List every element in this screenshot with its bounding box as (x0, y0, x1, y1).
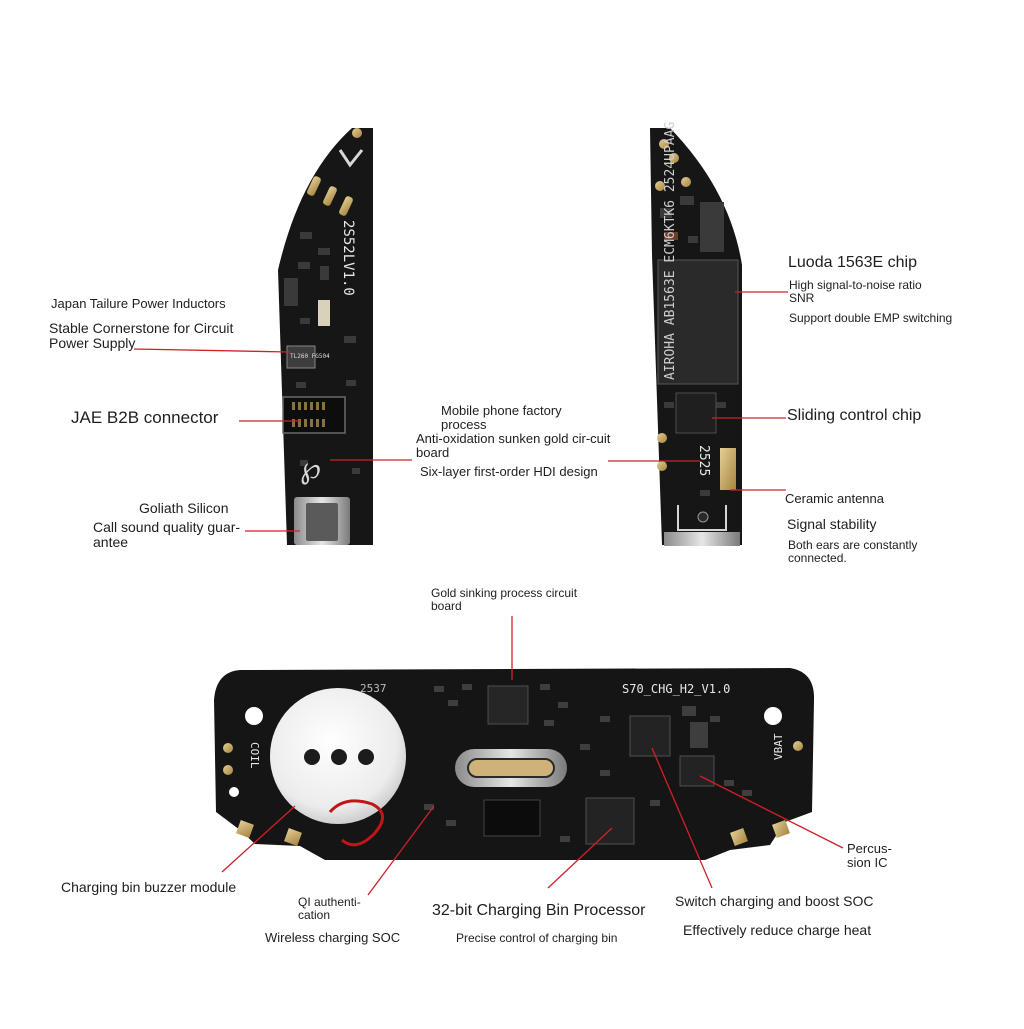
bottom-board-mount-holes (229, 707, 782, 797)
switch-title: Switch charging and boost SOC (675, 893, 874, 909)
chip-title: Luoda 1563E chip (788, 254, 917, 271)
left-board-inductor-marking: TL260 FG504 (290, 353, 330, 360)
bottom-board-coil-label: COIL (248, 742, 261, 769)
right-board-silk-label: 2525 (696, 445, 711, 476)
bottom-board-passives (424, 684, 752, 842)
left-board-outline (278, 128, 373, 545)
bottom-board-switch-chip (629, 715, 671, 757)
chip-line2: Support double EMP switching (789, 311, 953, 325)
leader-lines (133, 291, 844, 896)
bottom-board-usb-c-inner (467, 758, 555, 778)
switch-subtitle: Effectively reduce charge heat (683, 922, 872, 938)
connector-title: JAE B2B connector (71, 408, 219, 427)
left-board-silk-label: 2S52LV1.0 (340, 220, 356, 296)
antenna-detail: Both ears are constantly connected. (788, 538, 918, 566)
percussion-title: Percus-sion IC (847, 841, 892, 871)
antenna-subtitle: Signal stability (787, 516, 877, 532)
qi-subtitle: Wireless charging SOC (265, 930, 401, 945)
bottom-board-red-wire (328, 799, 384, 847)
left-board-connector-pins (292, 402, 325, 427)
right-board-bottom-tab (664, 532, 740, 546)
inductors-title: Japan Tailure Power Inductors (51, 296, 226, 311)
charging-case-board: S70_CHG_H2_V1.0 2537 COIL VBAT (214, 668, 815, 860)
right-board-components (660, 196, 726, 496)
antenna-title: Ceramic antenna (785, 491, 884, 506)
mic-subtitle: Call sound quality guar-antee (93, 519, 241, 551)
left-board-chevron (338, 149, 364, 168)
sliding-title: Sliding control chip (787, 407, 922, 424)
bottom-board-connector (483, 799, 541, 837)
processor-subtitle: Precise control of charging bin (456, 931, 618, 945)
process-line2: Anti-oxidation sunken gold cir-cuit boar… (416, 431, 611, 461)
mic-title: Goliath Silicon (139, 500, 229, 516)
qi-title: QI authenti-cation (298, 895, 361, 923)
left-board-components (284, 232, 360, 474)
leader-processor (547, 827, 613, 889)
right-board-sliding-chip (675, 392, 717, 434)
bottom-board-silk-number: 2537 (360, 682, 387, 695)
right-board-ceramic-antenna (720, 448, 736, 490)
leader-switch (651, 747, 713, 889)
left-board-inductor (286, 345, 316, 369)
leader-inductors (133, 348, 291, 353)
right-board-gold-dots (655, 139, 691, 471)
left-board-gold-pad (352, 128, 362, 138)
right-board-bracket (677, 505, 727, 531)
bottom-board-vbat-label: VBAT (772, 733, 785, 760)
leader-qi (367, 805, 435, 896)
right-board-main-chip (657, 259, 739, 385)
left-board-gold-contacts (307, 176, 353, 216)
bottom-board-silk-label: S70_CHG_H2_V1.0 (622, 682, 730, 696)
chip-line1: High signal-to-noise ratio SNR (789, 278, 922, 306)
inductors-subtitle: Stable Cornerstone for Circuit Power Sup… (49, 320, 234, 352)
right-board-chip-marking: AIROHA AB1563E ECM6KTK6 2524UPAAG (663, 122, 678, 380)
left-earbud-board: TL260 FG504 2S52LV1.0 ℘ (278, 128, 373, 545)
left-board-logo-glyph: ℘ (300, 451, 321, 486)
right-board-test-pad (697, 511, 709, 523)
left-board-mic-core (306, 503, 338, 541)
bottom-board-gold-pads (223, 741, 803, 846)
process-line3: Six-layer first-order HDI design (420, 464, 598, 479)
processor-title: 32-bit Charging Bin Processor (432, 902, 646, 919)
leader-buzzer (221, 805, 296, 873)
buzzer-title: Charging bin buzzer module (61, 879, 237, 895)
bottom-board-mcu-chip (487, 685, 529, 725)
right-earbud-board: AIROHA AB1563E ECM6KTK6 2524UPAAG 2525 (650, 122, 742, 546)
bottom-board-processor-chip (585, 797, 635, 845)
bottom-board-percussion-chip (679, 755, 715, 787)
process-line1: Mobile phone factory process (441, 403, 562, 433)
bottom-board-buzzer-holes (304, 749, 374, 765)
leader-percussion (699, 775, 844, 849)
gold-title: Gold sinking process circuit board (431, 586, 578, 614)
